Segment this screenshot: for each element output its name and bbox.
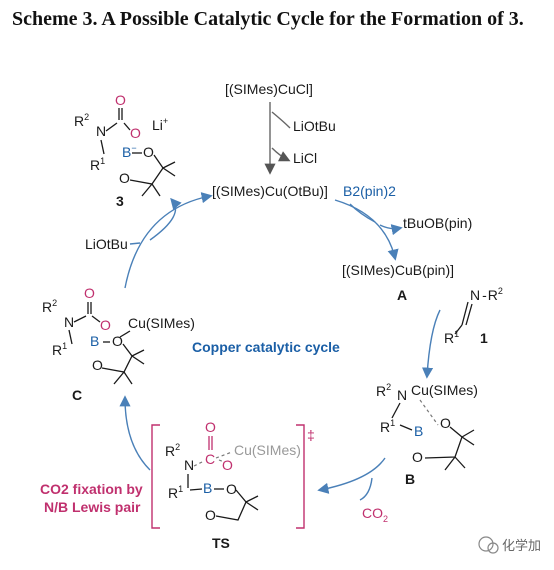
svg-text:R1: R1	[380, 418, 395, 435]
svg-text:B: B	[414, 423, 423, 439]
svg-text:R1: R1	[52, 341, 67, 358]
scheme-title: Scheme 3. A Possible Catalytic Cycle for…	[12, 8, 524, 30]
label-A: A	[397, 287, 407, 303]
label-1: 1	[480, 330, 488, 346]
borate-byproduct-label: tBuOB(pin)	[403, 215, 472, 231]
svg-text:O: O	[115, 92, 126, 108]
product-li: Li+	[152, 116, 168, 133]
active-catalyst-label: [(SIMes)Cu(OtBu)]	[212, 183, 328, 199]
intermediate-B-r2: R2	[376, 382, 391, 399]
side-label-line1: CO2 fixation by	[40, 481, 143, 497]
ts-cu: Cu(SIMes)	[234, 442, 301, 458]
co2-curve	[359, 477, 373, 501]
precatalyst-label: [(SIMes)CuCl]	[225, 81, 313, 97]
watermark-logo: 化学加	[478, 536, 541, 554]
cycle-arc-to-B	[421, 309, 441, 379]
label-B: B	[405, 471, 415, 487]
svg-text:O: O	[412, 449, 423, 465]
base-addition-curve	[271, 111, 291, 129]
licl-release-curve	[271, 147, 291, 162]
base-label: LiOtBu	[293, 118, 336, 134]
side-label-line2: N/B Lewis pair	[44, 499, 141, 515]
borate-release-curve	[379, 224, 403, 236]
label-TS: TS	[212, 535, 230, 551]
svg-text:R2: R2	[42, 298, 57, 315]
cycle-arc-to-TS	[317, 457, 386, 494]
svg-text:B: B	[90, 333, 99, 349]
ts-bracket-right	[296, 424, 305, 529]
svg-text:O: O	[222, 457, 233, 473]
svg-text:B−: B−	[122, 143, 137, 160]
copper-boryl-label: [(SIMes)CuB(pin)]	[342, 262, 454, 278]
watermark-text: 化学加	[502, 538, 541, 553]
svg-text:O: O	[440, 415, 451, 431]
svg-text:N: N	[96, 123, 106, 139]
svg-text:O: O	[226, 481, 237, 497]
svg-text:R1: R1	[168, 484, 183, 501]
svg-text:B: B	[203, 480, 212, 496]
intermediate-C-cu: Cu(SIMes)	[128, 315, 195, 331]
ts-bracket-left	[151, 424, 160, 529]
svg-text:R1: R1	[90, 156, 105, 173]
svg-text:N: N	[397, 387, 407, 403]
imine-n: N-R2	[470, 286, 503, 303]
ts-dagger: ‡	[307, 427, 315, 443]
svg-text:C: C	[205, 451, 215, 467]
svg-text:O: O	[84, 285, 95, 301]
svg-text:N: N	[184, 457, 194, 473]
intermediate-B-cu: Cu(SIMes)	[411, 382, 478, 398]
cycle-arc-to-C	[119, 395, 151, 471]
label-product-3: 3	[116, 193, 124, 209]
svg-text:O: O	[205, 419, 216, 435]
arc-to-product	[149, 197, 182, 241]
licl-label: LiCl	[293, 150, 317, 166]
svg-text:O: O	[92, 357, 103, 373]
svg-text:O: O	[143, 144, 154, 160]
cycle-arc-to-A	[334, 199, 399, 261]
svg-text:O: O	[130, 125, 141, 141]
diboron-label: B2(pin)2	[343, 183, 396, 199]
svg-text:O: O	[205, 507, 216, 523]
svg-text:R2: R2	[165, 442, 180, 459]
svg-text:R2: R2	[74, 112, 89, 129]
svg-text:O: O	[112, 333, 123, 349]
svg-text:O: O	[119, 170, 130, 186]
svg-text:O: O	[100, 317, 111, 333]
center-label: Copper catalytic cycle	[192, 339, 340, 355]
svg-text:N: N	[64, 314, 74, 330]
co2-label: CO2	[362, 505, 388, 524]
label-C: C	[72, 387, 82, 403]
lioTBu-return-label: LiOtBu	[85, 236, 128, 252]
cycle-arc-to-catalyst	[124, 192, 213, 289]
